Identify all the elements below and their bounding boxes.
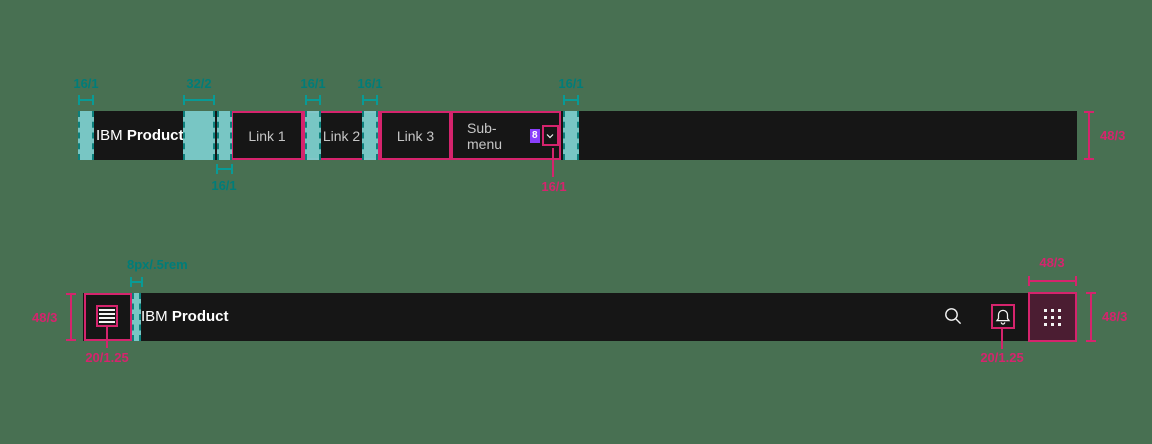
menu-button[interactable] [84, 293, 132, 341]
nav-link-1-label: Link 1 [248, 127, 286, 144]
measure-brand-gap: 32/2 [186, 76, 212, 91]
bracket-left-padding [78, 95, 94, 105]
bracket-nav-gap [216, 164, 233, 174]
strip-nav-gap [217, 111, 232, 160]
brand-name: Product [126, 127, 184, 144]
bracket-link2-right [362, 95, 378, 105]
measure-link2-left: 16/1 [300, 76, 326, 91]
hamburger-menu-icon [99, 309, 115, 323]
strip-submenu-right [563, 111, 579, 160]
brand-name-2: Product [171, 308, 229, 325]
nav-link-1[interactable]: Link 1 [231, 111, 303, 160]
measure-chevron-gap: 16/1 [541, 179, 567, 194]
chevron-down-icon[interactable] [544, 130, 556, 142]
bell-annotation-line [1001, 329, 1003, 349]
measure-switcher-width: 48/3 [1039, 255, 1065, 270]
bracket-submenu-right [563, 95, 579, 105]
bracket-bar2-height-left [66, 293, 76, 341]
bracket-bar1-height [1084, 111, 1094, 160]
app-switcher-button[interactable] [1028, 292, 1077, 342]
switcher-grid-icon [1044, 308, 1061, 326]
bracket-bar2-height-right [1086, 292, 1096, 342]
chevron-annotation-line [552, 148, 554, 177]
nav-link-2-label: Link 2 [322, 127, 361, 144]
measure-menu-icon: 20/1.25 [85, 350, 129, 365]
bracket-switcher-width [1028, 276, 1077, 286]
header-bar-actions [83, 293, 1077, 341]
header-brand[interactable]: IBM Product [96, 111, 184, 160]
bell-measure-box [991, 304, 1015, 329]
nav-link-2[interactable]: Link 2 [303, 111, 380, 160]
bracket-link2-left [305, 95, 321, 105]
search-button[interactable] [943, 306, 963, 326]
bracket-brand-gap [183, 95, 215, 105]
search-icon [945, 308, 962, 325]
strip-brand-gap-2 [132, 293, 141, 341]
brand-prefix-2: IBM [141, 308, 168, 325]
measure-link2-right: 16/1 [357, 76, 383, 91]
chevron-measure-box [541, 125, 559, 146]
measure-bar2-height-left: 48/3 [32, 310, 58, 325]
spacing-badge: 8 [529, 128, 540, 143]
measure-left-padding: 16/1 [73, 76, 99, 91]
bracket-brand-gap-2 [130, 277, 143, 287]
header-brand-2[interactable]: IBM Product [141, 293, 229, 341]
measure-bell-icon: 20/1.25 [980, 350, 1024, 365]
brand-prefix: IBM [96, 127, 123, 144]
measure-nav-gap: 16/1 [211, 178, 237, 193]
strip-link2-right [362, 111, 378, 160]
strip-brand-gap [183, 111, 215, 160]
menu-icon-measure-box [96, 305, 118, 327]
measure-bar2-height-right: 48/3 [1102, 309, 1128, 324]
measure-submenu-right: 16/1 [558, 76, 584, 91]
nav-submenu[interactable]: Sub-menu 8 [451, 111, 561, 160]
menu-annotation-line [106, 327, 108, 348]
nav-link-3-label: Link 3 [396, 127, 435, 144]
submenu-label: Sub-menu [467, 119, 503, 152]
measure-brand-gap-2: 8px/.5rem [127, 257, 188, 272]
strip-link2-left [305, 111, 321, 160]
strip-left-padding [78, 111, 94, 160]
nav-link-3[interactable]: Link 3 [380, 111, 451, 160]
notification-bell-icon[interactable] [994, 308, 1012, 326]
measure-bar1-height: 48/3 [1100, 128, 1126, 143]
